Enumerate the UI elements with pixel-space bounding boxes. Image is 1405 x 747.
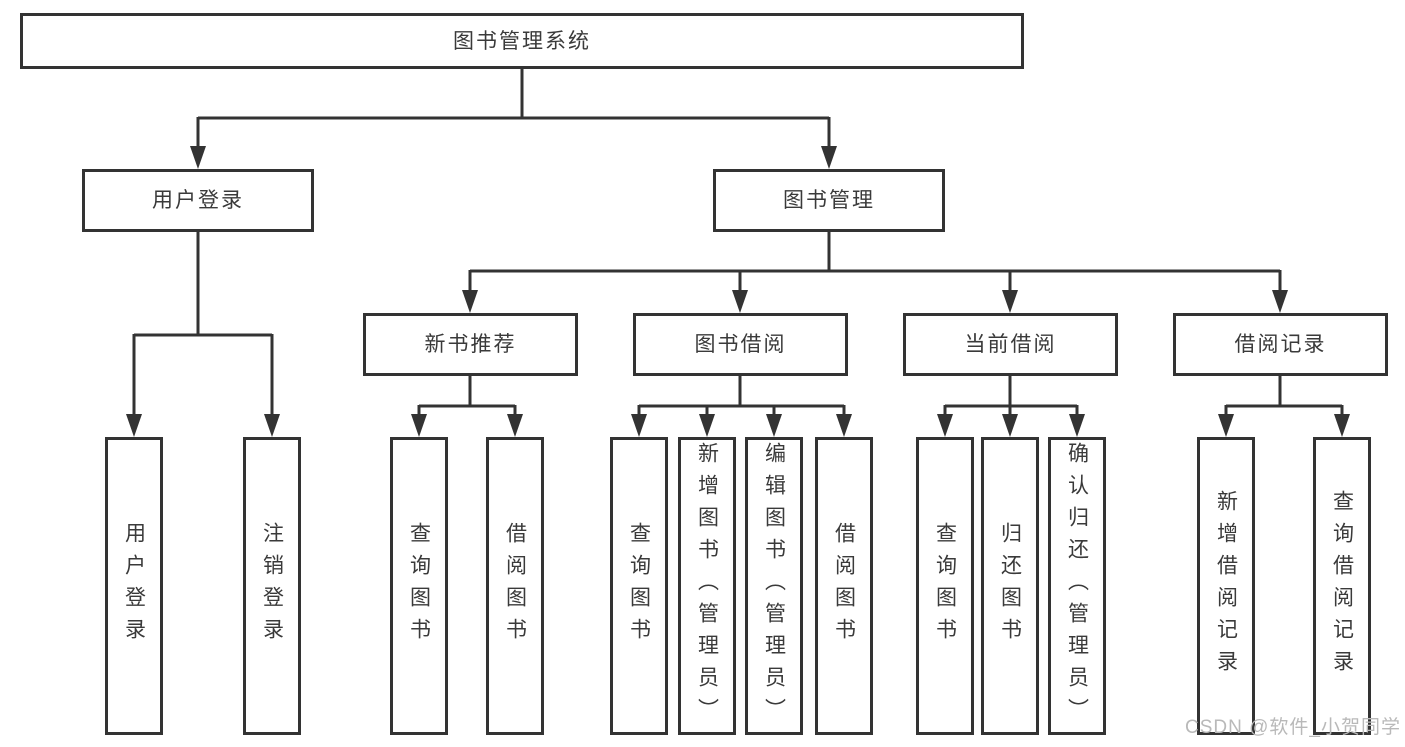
node-label: 图书管理系统 — [453, 29, 591, 53]
node-leaf-logout: 注销登录 — [243, 437, 301, 735]
node-book-borrowing: 图书借阅 — [633, 313, 848, 376]
node-book-management: 图书管理 — [713, 169, 945, 232]
node-new-book-recommend: 新书推荐 — [363, 313, 578, 376]
node-label: 借阅图书 — [503, 522, 527, 650]
node-leaf-borrow-books-borrowing: 借阅图书 — [815, 437, 873, 735]
node-current-borrowing: 当前借阅 — [903, 313, 1118, 376]
node-label: 图书借阅 — [694, 333, 787, 356]
node-label: 注销登录 — [260, 522, 284, 650]
node-label: 新增图书（管理员） — [695, 442, 719, 730]
node-book-management-system: 图书管理系统 — [20, 13, 1024, 69]
node-label: 借阅图书 — [832, 522, 856, 650]
node-label: 当前借阅 — [964, 333, 1057, 356]
node-label: 查询图书 — [933, 522, 957, 650]
node-label: 确认归还（管理员） — [1065, 442, 1089, 730]
node-label: 新增借阅记录 — [1214, 490, 1238, 682]
node-label: 用户登录 — [122, 522, 146, 650]
node-label: 新书推荐 — [424, 333, 517, 356]
node-leaf-query-books-borrowing: 查询图书 — [610, 437, 668, 735]
node-leaf-confirm-return-admin: 确认归还（管理员） — [1048, 437, 1106, 735]
node-leaf-user-login: 用户登录 — [105, 437, 163, 735]
node-label: 查询借阅记录 — [1330, 490, 1354, 682]
node-leaf-query-books-recommend: 查询图书 — [390, 437, 448, 735]
watermark: CSDN @软件_小贺同学 — [1185, 717, 1401, 738]
node-leaf-add-books-admin: 新增图书（管理员） — [678, 437, 736, 735]
node-label: 用户登录 — [152, 189, 244, 212]
node-leaf-add-borrow-record: 新增借阅记录 — [1197, 437, 1255, 735]
node-label: 编辑图书（管理员） — [762, 442, 786, 730]
node-user-login: 用户登录 — [82, 169, 314, 232]
node-leaf-query-borrow-record: 查询借阅记录 — [1313, 437, 1371, 735]
node-label: 图书管理 — [783, 189, 875, 212]
node-leaf-borrow-books-recommend: 借阅图书 — [486, 437, 544, 735]
node-label: 归还图书 — [998, 522, 1022, 650]
node-label: 查询图书 — [627, 522, 651, 650]
node-leaf-query-books-current: 查询图书 — [916, 437, 974, 735]
node-borrowing-records: 借阅记录 — [1173, 313, 1388, 376]
node-label: 借阅记录 — [1234, 333, 1327, 356]
node-leaf-edit-books-admin: 编辑图书（管理员） — [745, 437, 803, 735]
node-leaf-return-books: 归还图书 — [981, 437, 1039, 735]
node-label: 查询图书 — [407, 522, 431, 650]
